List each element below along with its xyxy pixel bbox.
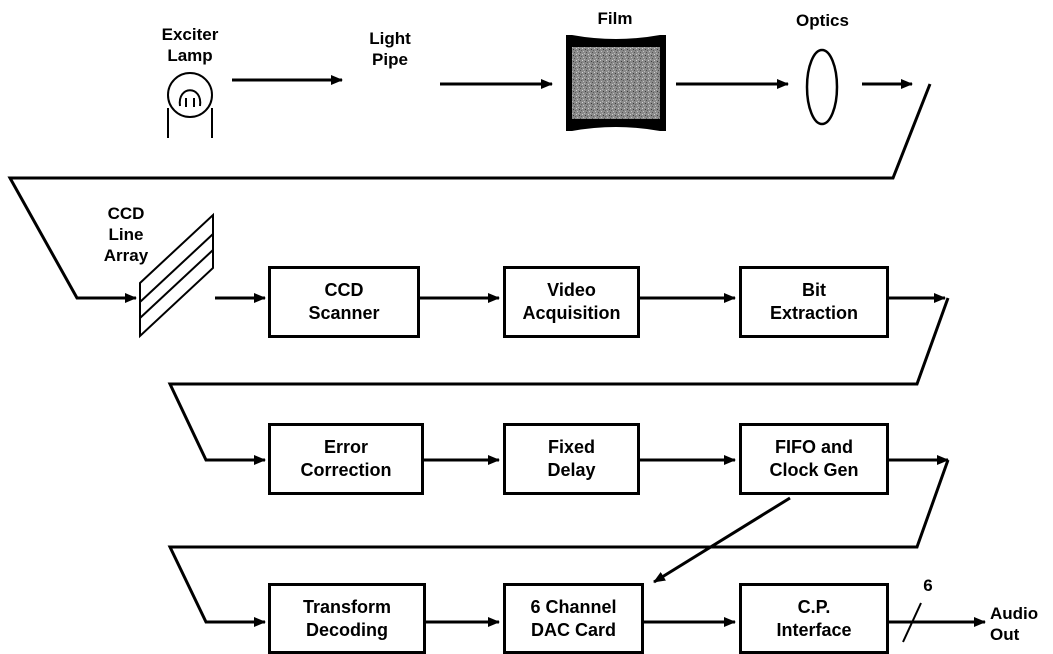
dac-card-block: 6 Channel DAC Card — [503, 583, 644, 654]
signal-path — [7, 75, 986, 643]
cp-interface-block: C.P. Interface — [739, 583, 889, 654]
fixed-delay-block: Fixed Delay — [503, 423, 640, 495]
arrow-fifo-to-dac-clock — [653, 496, 791, 584]
exciter-lamp-label: Exciter Lamp — [161, 25, 219, 65]
ccd-line-array-label: CCD Line Array — [103, 204, 149, 265]
ccd-scanner-block: CCD Scanner — [268, 266, 420, 338]
bit-extraction-block: Bit Extraction — [739, 266, 889, 338]
wrap-to-ccd-array — [7, 83, 932, 303]
wrap-to-error-correction — [167, 297, 950, 465]
optics-label: Optics — [796, 11, 849, 30]
transform-decoding-block: Transform Decoding — [268, 583, 426, 654]
audio-out-label: Audio Out — [990, 604, 1039, 644]
fifo-clock-gen-block: FIFO and Clock Gen — [739, 423, 889, 495]
error-correction-block: Error Correction — [268, 423, 424, 495]
optics-lens-icon — [805, 48, 839, 126]
wrap-to-transform-decoding — [167, 459, 950, 627]
ccd-line-array-icon — [139, 212, 214, 339]
bus-width-label: 6 — [923, 576, 933, 595]
film-frame-icon — [566, 35, 666, 131]
bus-slash — [902, 602, 922, 643]
film-label: Film — [597, 9, 633, 28]
exciter-lamp-icon — [167, 72, 213, 138]
light-pipe-label: Light Pipe — [369, 29, 411, 69]
video-acquisition-block: Video Acquisition — [503, 266, 640, 338]
